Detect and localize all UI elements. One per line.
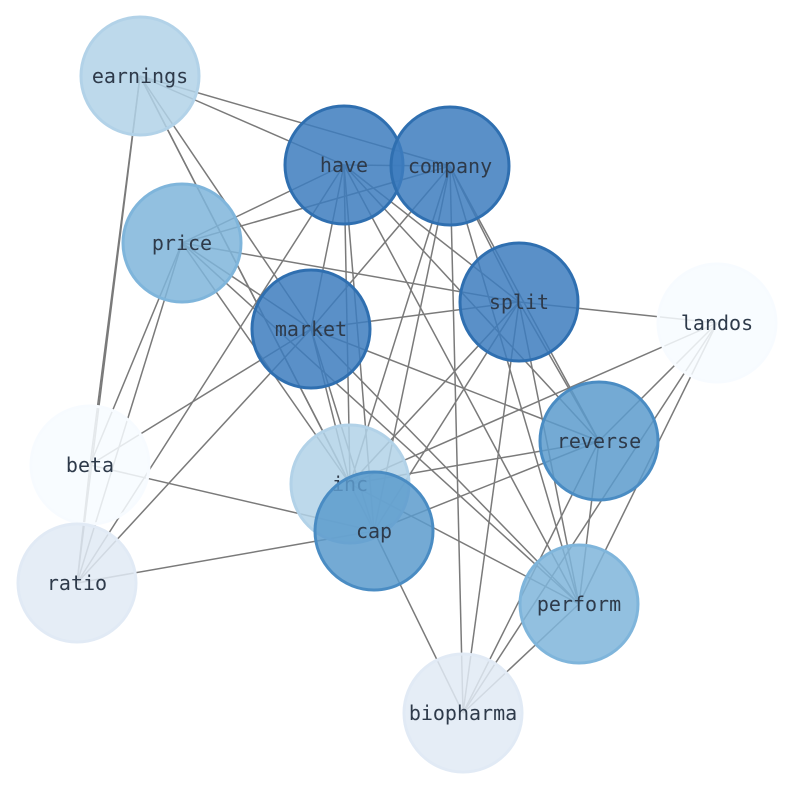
edge-landos-inc [349,322,718,485]
edge-split-biopharma [462,301,520,714]
node-circle-market[interactable] [250,268,372,390]
node-circle-earnings[interactable] [79,15,201,137]
node-circle-perform[interactable] [518,543,640,665]
node-label-price: price [152,231,212,255]
node-reverse[interactable]: reverse [538,380,660,502]
edge-company-perform [449,165,580,605]
node-biopharma[interactable]: biopharma [402,652,524,774]
node-label-company: company [408,154,492,178]
node-circle-split[interactable] [458,241,580,363]
node-label-cap: cap [356,519,392,543]
node-company[interactable]: company [389,105,511,227]
edge-have-perform [343,164,580,605]
node-circle-price[interactable] [121,182,243,304]
node-circle-biopharma[interactable] [402,652,524,774]
node-circle-reverse[interactable] [538,380,660,502]
node-price[interactable]: price [121,182,243,304]
node-circle-cap[interactable] [313,470,435,592]
node-cap[interactable]: cap [313,470,435,592]
nodes-layer: earnings have company price split landos marke… [16,15,778,774]
node-circle-company[interactable] [389,105,511,227]
node-market[interactable]: market [250,268,372,390]
node-have[interactable]: have [283,104,405,226]
node-earnings[interactable]: earnings [79,15,201,137]
edge-company-biopharma [449,165,464,714]
node-label-have: have [320,153,368,177]
node-label-market: market [275,317,347,341]
node-label-earnings: earnings [92,64,188,88]
node-circle-landos[interactable] [656,262,778,384]
node-perform[interactable]: perform [518,543,640,665]
node-label-biopharma: biopharma [409,701,517,725]
node-label-ratio: ratio [47,571,107,595]
node-split[interactable]: split [458,241,580,363]
node-circle-ratio[interactable] [16,522,138,644]
node-label-beta: beta [66,453,114,477]
node-label-perform: perform [537,592,621,616]
node-ratio[interactable]: ratio [16,522,138,644]
node-label-split: split [489,290,549,314]
node-label-landos: landos [681,311,753,335]
edge-market-perform [310,328,580,605]
edge-price-perform [181,242,580,605]
node-landos[interactable]: landos [656,262,778,384]
node-label-reverse: reverse [557,429,641,453]
node-beta[interactable]: beta [29,404,151,526]
